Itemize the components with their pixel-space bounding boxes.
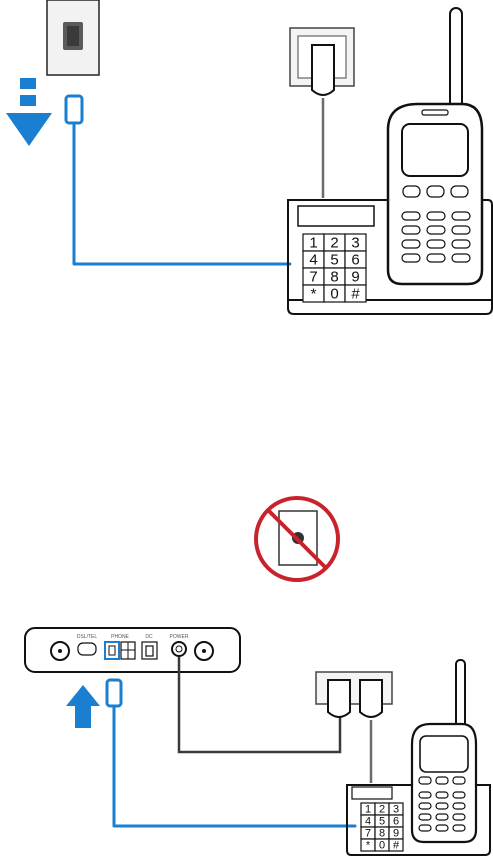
- handset-icon: [388, 8, 482, 284]
- keypad-key-label: 6: [351, 251, 359, 268]
- keypad-key-label: 4: [309, 251, 317, 268]
- power-outlet-icon: [290, 28, 354, 198]
- power-plug-icon: [328, 680, 350, 717]
- down-arrow-icon: [6, 78, 52, 146]
- port-label: DSL/TEL: [77, 634, 98, 640]
- port-label: POWER: [170, 634, 189, 640]
- keypad-key-label: 0: [379, 839, 385, 851]
- keypad-key-label: *: [311, 285, 317, 302]
- port-label: DC: [145, 634, 153, 640]
- handset-icon: [412, 660, 476, 842]
- gateway-device: DSL/TEL PHONE DC POWER: [25, 628, 240, 672]
- base-display: [298, 206, 374, 226]
- keypad-key-label: 5: [330, 251, 338, 268]
- up-arrow-icon: [66, 685, 100, 728]
- port-label: PHONE: [111, 634, 129, 640]
- keypad-key-label: 9: [393, 827, 399, 839]
- keypad-key-label: 2: [379, 803, 385, 815]
- keypad-key-label: *: [366, 839, 371, 851]
- keypad-key-label: 7: [365, 827, 371, 839]
- power-outlet-icon: [316, 672, 392, 783]
- base-display: [352, 787, 392, 799]
- phone-cable: [114, 708, 355, 826]
- power-plug-icon: [360, 680, 382, 717]
- keypad-key-label: 2: [330, 234, 338, 251]
- keypad-key-label: 3: [351, 234, 359, 251]
- keypad-key-label: 0: [330, 285, 338, 302]
- power-plug-icon: [312, 45, 334, 95]
- keypad-key-label: #: [351, 285, 360, 302]
- keypad-key-label: 1: [309, 234, 317, 251]
- keypad-key-label: 5: [379, 815, 385, 827]
- keypad-key-label: 8: [330, 268, 338, 285]
- keypad-key-label: 9: [351, 268, 359, 285]
- rj11-plug-icon: [66, 96, 82, 123]
- keypad-key-label: 4: [365, 815, 371, 827]
- keypad-key-label: #: [393, 839, 400, 851]
- prohibited-jack-icon: [256, 498, 338, 580]
- keypad-key-label: 1: [365, 803, 371, 815]
- keypad-key-label: 6: [393, 815, 399, 827]
- rj11-plug-icon: [107, 680, 121, 706]
- keypad-key-label: 8: [379, 827, 385, 839]
- phone-cable: [66, 96, 290, 264]
- keypad-key-label: 7: [309, 268, 317, 285]
- wall-jack-icon: [47, 0, 99, 75]
- keypad-key-label: 3: [393, 803, 399, 815]
